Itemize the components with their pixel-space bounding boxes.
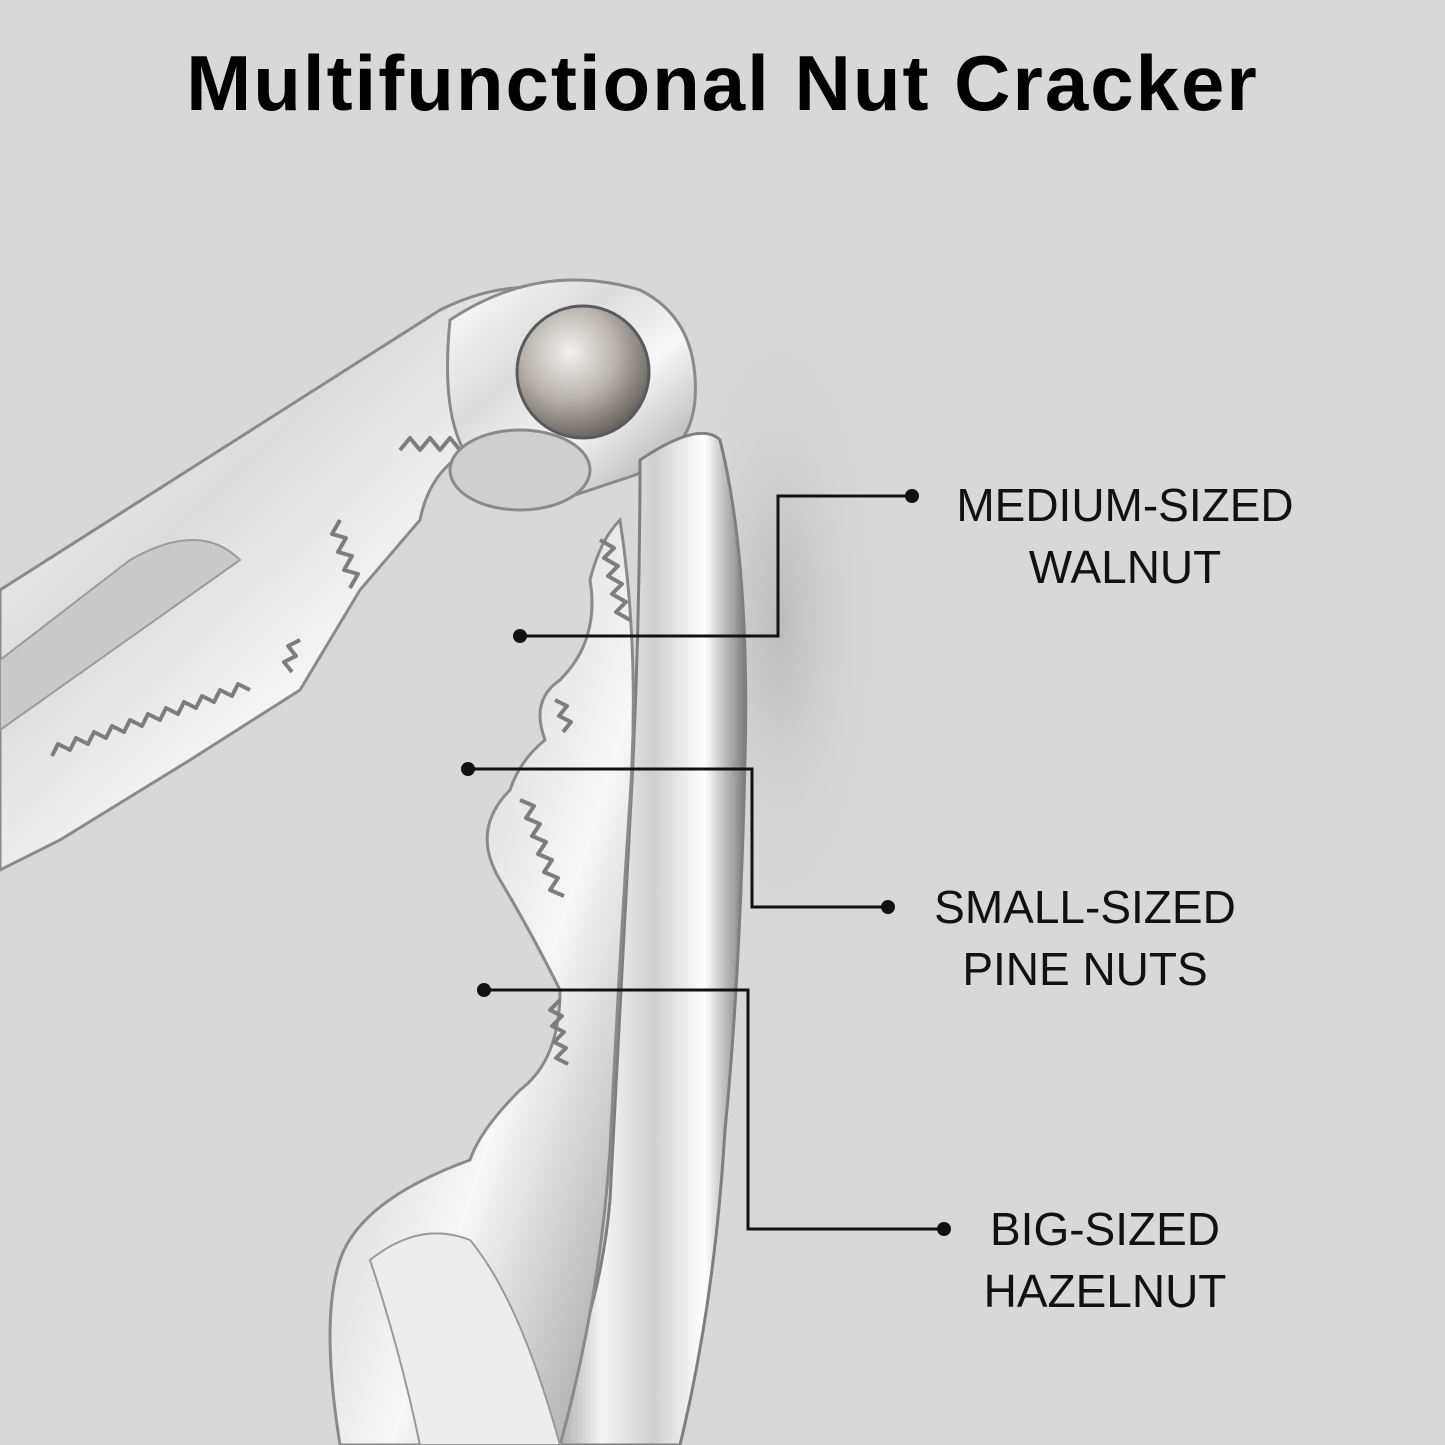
rivet (515, 304, 651, 440)
page-title: Multifunctional Nut Cracker (186, 39, 1259, 127)
callout-label-line: SMALL-SIZED (934, 881, 1236, 933)
callout-dot-hazel-end (937, 1222, 951, 1236)
right-jaw (328, 516, 635, 1445)
callout-label-line: PINE NUTS (962, 943, 1208, 995)
right-jaw-teeth (519, 538, 631, 1066)
callout-dot-pine-start (461, 762, 475, 776)
callout-dot-pine-end (881, 900, 895, 914)
right-jaw-highlight (368, 1232, 562, 1445)
callout-label-line: BIG-SIZED (989, 1203, 1221, 1255)
callout-dots (461, 489, 951, 1236)
hinge-spring (448, 428, 592, 512)
callout-label-line: WALNUT (1028, 541, 1222, 593)
callout-dot-hazel-start (477, 983, 491, 997)
callout-line-walnut (520, 494, 912, 638)
left-jaw-teeth (50, 436, 462, 757)
callout-label-walnut: MEDIUM-SIZED WALNUT (930, 474, 1320, 598)
callout-dot-walnut-end (905, 489, 919, 503)
callout-line-hazel (484, 988, 944, 1231)
callout-label-hazelnut: BIG-SIZED HAZELNUT (950, 1198, 1260, 1322)
callout-label-line: MEDIUM-SIZED (956, 479, 1294, 531)
callout-line-pine (468, 767, 888, 909)
callout-label-pine-nuts: SMALL-SIZED PINE NUTS (905, 876, 1265, 1000)
callout-dot-walnut-start (513, 629, 527, 643)
callout-lines (468, 494, 944, 1231)
callout-label-line: HAZELNUT (983, 1265, 1227, 1317)
left-arm-inner-edge (0, 539, 242, 732)
